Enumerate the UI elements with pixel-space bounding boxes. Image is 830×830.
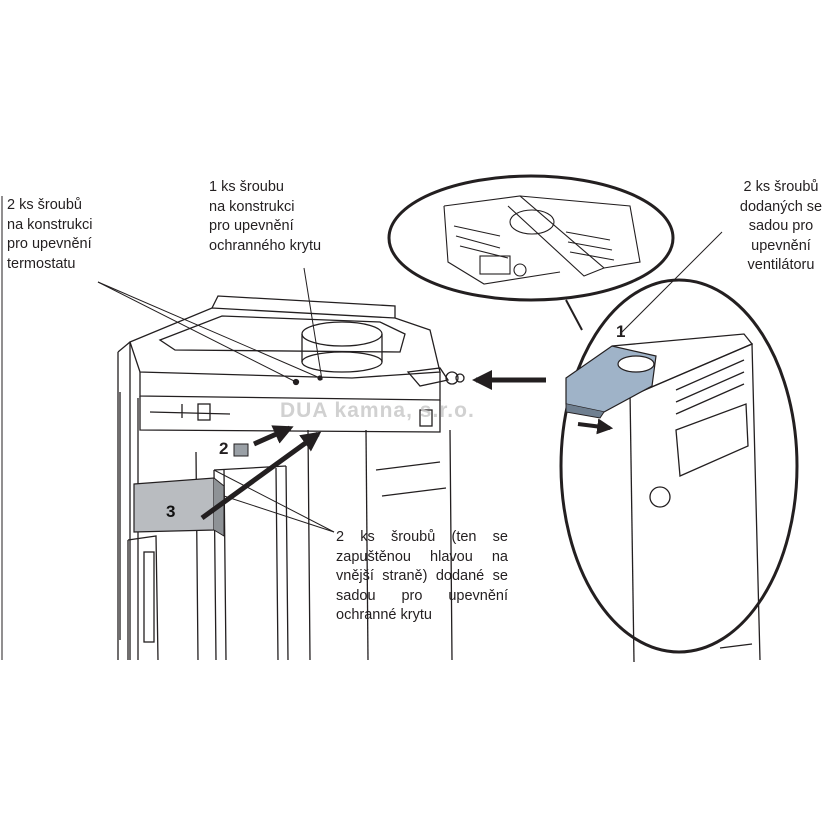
marker-1: 1 bbox=[616, 322, 626, 341]
leader-lines bbox=[97, 231, 723, 533]
callout-hidden-head-screws: 2 ks šroubů (ten se zapuštěnou hlavou na… bbox=[336, 529, 508, 623]
marker-3: 3 bbox=[166, 502, 176, 521]
watermark: DUA kamna, s.r.o. bbox=[280, 399, 475, 422]
detail-right-drawing bbox=[611, 333, 761, 663]
callout-fan-screws: 2 ks šroubů dodaných se sadou pro upevně… bbox=[739, 179, 823, 273]
callout-thermostat-screws: 2 ks šroubů na konstrukci pro upevnění t… bbox=[7, 197, 93, 272]
callout-cover-screw: 1 ks šroubu na konstrukci pro upevnění o… bbox=[209, 179, 322, 254]
detail-connector bbox=[565, 299, 583, 331]
part-2-plate bbox=[233, 443, 249, 457]
marker-2: 2 bbox=[219, 439, 229, 458]
detail-ellipse-top bbox=[387, 174, 675, 302]
arrows bbox=[200, 370, 614, 521]
detail-top-drawing bbox=[443, 195, 641, 285]
